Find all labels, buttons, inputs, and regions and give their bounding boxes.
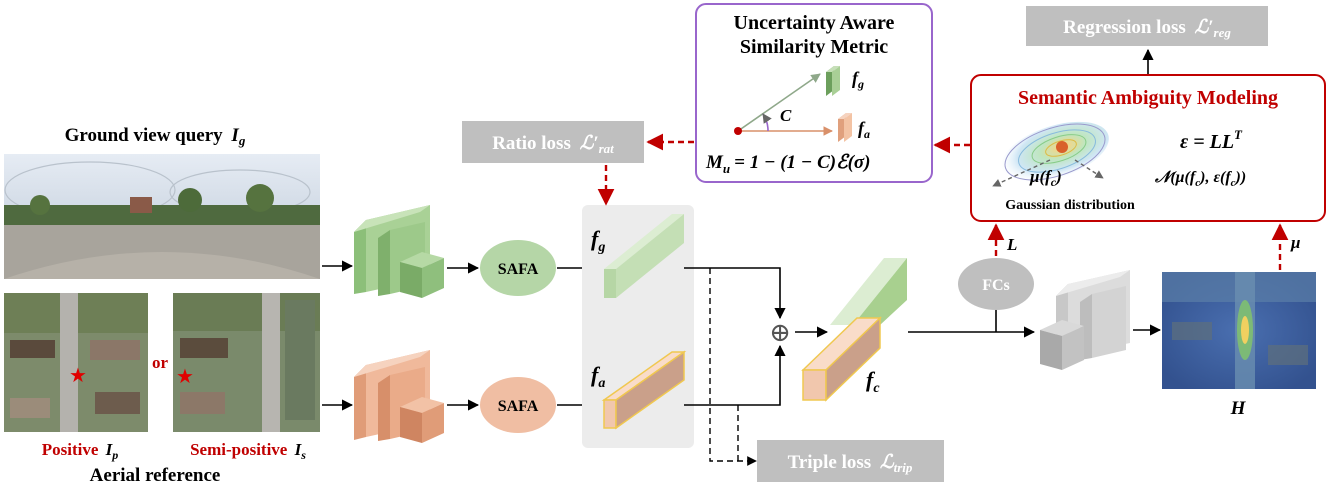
fa-label: fa: [591, 362, 605, 391]
similarity-vectors-icon: [734, 66, 852, 142]
uasm-fg-label: fg: [852, 68, 864, 91]
ground-cnn-backbone: [354, 205, 444, 298]
ratio-loss-box: [462, 121, 644, 163]
fcs-module: [958, 258, 1034, 310]
uasm-box: [695, 3, 933, 183]
aerial-semi-positive-image: ★: [173, 293, 320, 432]
triple-loss-label: Triple loss ℒtrip: [788, 452, 913, 475]
mu-fc-label: μ(fc): [1029, 167, 1062, 189]
svg-text:★: ★: [176, 366, 194, 388]
aerial-cnn-backbone: [354, 350, 444, 443]
fg-label: fg: [591, 226, 605, 255]
positive-label: Positive Ip: [42, 440, 119, 462]
fg-feature-cube: [604, 214, 684, 298]
safa-top-module: [480, 240, 556, 296]
fc-feature-cube: [801, 258, 907, 402]
sam-box: [970, 74, 1326, 222]
fc-label: fc: [866, 367, 880, 396]
ratio-loss-label: Ratio loss ℒ′rat: [492, 133, 614, 156]
aerial-reference-title: Aerial reference: [90, 465, 221, 486]
ground-query-title: Ground view query Ig: [65, 125, 246, 148]
l-label: L: [1006, 235, 1017, 254]
ground-panorama-image: [4, 154, 320, 279]
semi-positive-label: Semi-positive Is: [190, 440, 306, 462]
h-label: H: [1230, 398, 1247, 419]
gaussian-label: Gaussian distribution: [1005, 198, 1135, 213]
fa-feature-cube: [601, 350, 687, 430]
decoder-cnn: [1040, 270, 1130, 370]
aerial-positive-image: ★: [4, 293, 148, 432]
svg-text:★: ★: [69, 365, 87, 387]
gaussian-contour-icon: [992, 121, 1109, 187]
uasm-c-label: C: [780, 106, 792, 125]
safa-bottom-module: [480, 377, 556, 433]
uasm-fa-label: fa: [858, 118, 870, 141]
regression-loss-box: [1026, 6, 1268, 46]
uasm-title-line2: Similarity Metric: [740, 36, 888, 58]
safa-bottom-label: SAFA: [498, 398, 539, 415]
mu-label: μ: [1290, 233, 1300, 252]
safa-top-label: SAFA: [498, 261, 539, 278]
sam-title: Semantic Ambiguity Modeling: [1018, 87, 1278, 109]
heatmap-output: [1162, 272, 1316, 389]
epsilon-formula: ε = LLT: [1180, 127, 1243, 153]
uasm-title-line1: Uncertainty Aware: [734, 12, 895, 34]
or-label: or: [152, 353, 169, 372]
normal-formula: 𝒩(μ(fc), ε(fc)): [1154, 169, 1246, 189]
concat-symbol: ⊕: [769, 318, 791, 347]
uasm-formula: Mu= 1 − (1 − C)ℰ(σ): [705, 152, 870, 176]
triple-loss-box: [757, 440, 944, 482]
fcs-label: FCs: [982, 277, 1010, 294]
regression-loss-label: Regression loss ℒ′reg: [1063, 17, 1231, 40]
